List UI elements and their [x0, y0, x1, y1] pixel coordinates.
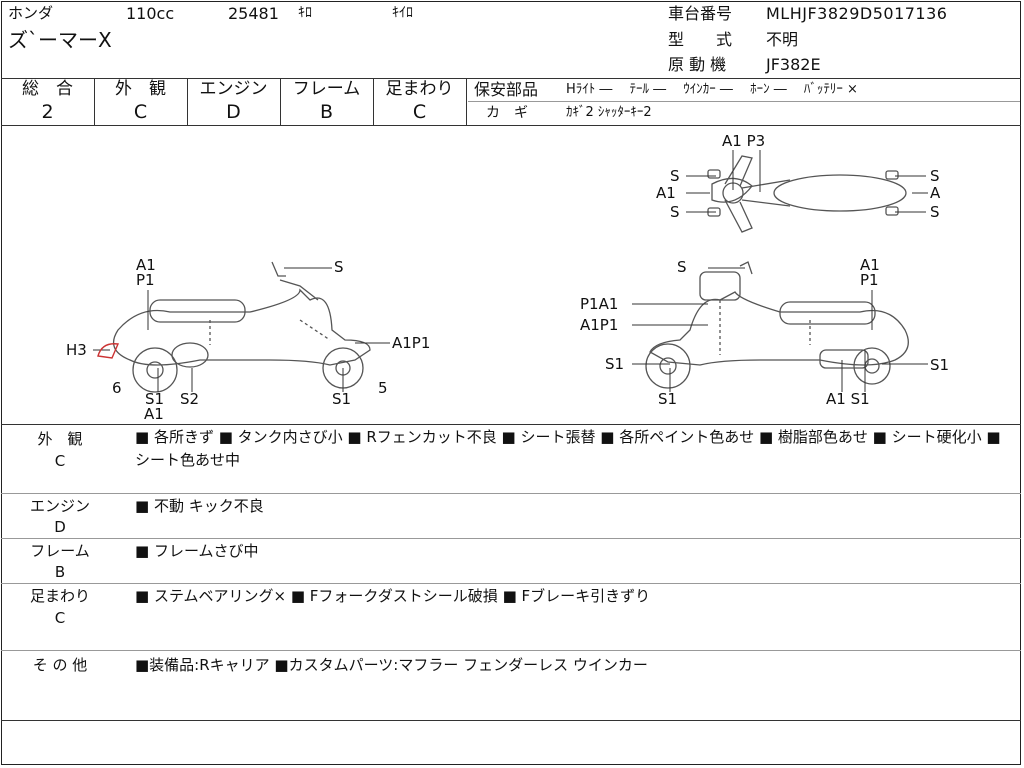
mileage: 25481 [228, 4, 279, 23]
label-right-p1: P1 [860, 271, 879, 289]
frame-no: MLHJF3829D5017136 [766, 4, 948, 23]
label-left-6: 6 [112, 379, 122, 397]
grade-label-engine: エンジン [199, 79, 268, 99]
grade-label-frame: フレーム [292, 79, 361, 99]
detail-text-other: ■装備品:Rキャリア ■カスタムパーツ:マフラー フェンダーレス ウインカー [135, 656, 648, 674]
top-view-body [741, 179, 791, 207]
turn-signal-fr [885, 170, 899, 180]
top-view-handlebar [724, 155, 753, 233]
detail-grade-engine: D [54, 518, 66, 536]
grade-value-overall: 2 [41, 101, 54, 123]
detail-label-frame: フレーム [30, 542, 90, 560]
safety-items: Hﾗｲﾄ ― ﾃｰﾙ ― ｳｲﾝｶｰ ― ﾎｰﾝ ― ﾊﾞｯﾃﾘｰ × [566, 82, 858, 97]
key-value: ｶｷﾞ2 ｼｬｯﾀｰｷｰ2 [566, 105, 652, 120]
grade-value-suspension: C [412, 101, 427, 123]
damage-diagram: A1 P3 S A1 S S A S A1 P1 S H3 A1P1 6 S1 … [66, 132, 949, 423]
label-s-tr: S [930, 167, 940, 185]
left-view-mirror [271, 261, 286, 277]
right-view-front-hub [659, 357, 677, 375]
grade-label-exterior: 外 観 [115, 79, 166, 99]
engine-value: JF382E [766, 55, 821, 74]
displacement: 110cc [126, 4, 175, 23]
label-right-s: S [677, 258, 687, 276]
right-view-mirror [739, 261, 753, 275]
label-s-tl: S [670, 167, 680, 185]
label-right-a1: A1 [860, 256, 880, 274]
label-left-h3: H3 [66, 341, 87, 359]
top-view-seat [773, 174, 907, 212]
label-right-s1-b: S1 [658, 390, 677, 408]
safety-label: 保安部品 [474, 80, 539, 99]
label-left-a1-b: A1 [144, 405, 164, 423]
left-view-muffler [171, 342, 209, 368]
h3-damage-mark [97, 343, 120, 359]
label-left-s2: S2 [180, 390, 199, 408]
label-right-a1p1: A1P1 [580, 316, 618, 334]
label-left-5: 5 [378, 379, 388, 397]
detail-label-exterior: 外 観 [37, 430, 83, 448]
top-view-front [711, 177, 753, 203]
label-right-a1s1: A1 S1 [826, 390, 870, 408]
label-a1-top: A1 [656, 184, 676, 202]
label-right-s1-a: S1 [605, 355, 624, 373]
mileage-unit-2: ｷｲﾛ [392, 5, 413, 21]
label-left-s1-a: S1 [145, 390, 164, 408]
right-view-front-cover [699, 271, 741, 301]
detail-text-engine: ■ 不動 キック不良 [135, 497, 264, 515]
grade-label-suspension: 足まわり [385, 79, 454, 99]
detail-text-exterior: ■ 各所きず ■ タンク内さび小 ■ Rフェンカット不良 ■ シート張替 ■ 各… [135, 428, 1001, 469]
turn-signal-rr [885, 206, 899, 216]
right-view-panel-seams [719, 300, 811, 355]
type-value: 不明 [766, 30, 799, 49]
detail-grade-frame: B [54, 563, 66, 581]
label-right-s1-c: S1 [930, 356, 949, 374]
detail-grade-exterior: C [54, 452, 66, 470]
label-left-a1: A1 [136, 256, 156, 274]
label-s-bl: S [670, 203, 680, 221]
maker: ホンダ [8, 4, 54, 22]
label-a1p3: A1 P3 [722, 132, 765, 150]
label-left-a1p1: A1P1 [392, 334, 430, 352]
right-view-body [649, 291, 909, 366]
type-label: 型 式 [668, 30, 733, 49]
turn-signal-fl [707, 169, 721, 179]
grade-label-overall: 総 合 [22, 79, 73, 99]
left-view-rear-wheel [132, 347, 178, 393]
left-view-handle [279, 279, 319, 301]
left-view-panel-seams [209, 319, 331, 345]
label-s-br: S [930, 203, 940, 221]
right-view-engine [819, 349, 869, 369]
mileage-unit: ｷﾛ [298, 5, 312, 21]
right-view-seat [779, 301, 876, 325]
left-view-seat [149, 299, 246, 323]
detail-label-other: そ の 他 [32, 656, 88, 674]
right-view-front-wheel [645, 343, 691, 389]
grade-value-exterior: C [133, 101, 148, 123]
label-a-top: A [930, 184, 941, 202]
detail-label-engine: エンジン [29, 497, 90, 515]
detail-label-suspension: 足まわり [29, 587, 90, 605]
grade-value-engine: D [226, 101, 241, 123]
frame-no-label: 車台番号 [668, 4, 733, 23]
detail-text-frame: ■ フレームさび中 [135, 542, 259, 560]
detail-grade-suspension: C [54, 609, 66, 627]
left-view-rear-hub [146, 361, 164, 379]
engine-label: 原 動 機 [668, 55, 727, 74]
label-right-p1a1: P1A1 [580, 295, 618, 313]
model-name: ズ`ーマーX [8, 28, 112, 52]
right-view-rear-wheel [853, 347, 891, 385]
label-left-s1-b: S1 [332, 390, 351, 408]
detail-text-suspension: ■ ステムベアリング× ■ Fフォークダストシール破損 ■ Fブレーキ引きずり [135, 587, 651, 605]
grade-value-frame: B [319, 101, 334, 123]
left-view-body [112, 288, 371, 366]
label-left-p1: P1 [136, 271, 155, 289]
key-label: カ ギ [486, 105, 528, 121]
label-left-s: S [334, 258, 344, 276]
